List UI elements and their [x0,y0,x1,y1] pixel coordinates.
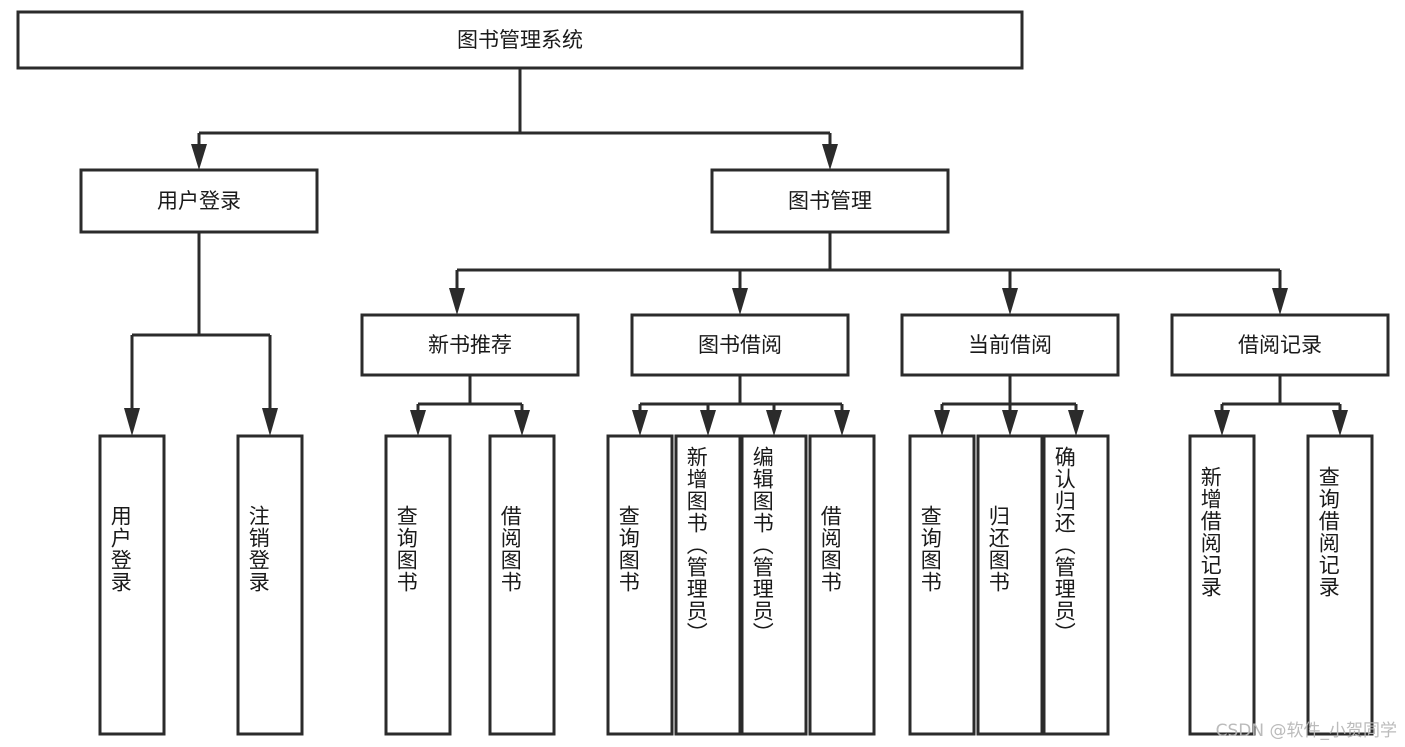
node-borrow-record-box[interactable] [1170,313,1390,377]
leaf-box-query-book-1[interactable] [384,434,452,736]
node-borrow-record[interactable]: 借阅记录 [1170,313,1390,377]
arrow-currentborrow-c3 [1068,410,1084,436]
leaf-box-user-login[interactable] [98,434,166,736]
node-borrow-record-label: 借阅记录 [1238,333,1322,357]
arrow-bookmanage-c1 [449,288,465,315]
arrow-bookmanage-c2 [732,288,748,315]
leaf-box-confirm-return[interactable] [1042,434,1110,736]
leaf-box-query-record[interactable] [1306,434,1374,736]
node-current-borrow-box[interactable] [900,313,1120,377]
node-book-manage-label: 图书管理 [788,189,872,213]
node-user-login-label: 用户登录 [157,189,241,213]
leaf-box-query-book-3[interactable] [908,434,976,736]
arrow-bookborrow-c4 [834,410,850,436]
node-current-borrow[interactable]: 当前借阅 [900,313,1120,377]
leaf-box-return-book[interactable] [976,434,1044,736]
arrow-borrowrecord-c2 [1332,410,1348,436]
arrow-bookborrow-c3 [766,410,782,436]
arrow-newbook-c1 [410,410,426,436]
node-root-box[interactable] [16,10,1024,70]
leaf-box-logout-login[interactable] [236,434,304,736]
connector-group-bookborrow [632,375,850,436]
arrow-root-to-bookmanage [822,144,838,170]
node-book-manage-box[interactable] [710,168,950,234]
node-new-book-rec[interactable]: 新书推荐 [360,313,580,377]
leaf-box-borrow-book-1[interactable] [488,434,556,736]
connector-group-borrowrecord [1214,375,1348,436]
arrow-userlogin-c2 [262,408,278,436]
arrow-bookborrow-c2 [700,410,716,436]
connector-group-currentborrow [934,375,1084,436]
csdn-watermark: CSDN @软件_小贺同学 [1215,721,1397,741]
node-current-borrow-label: 当前借阅 [968,333,1052,357]
node-root-label: 图书管理系统 [457,28,583,52]
node-book-manage[interactable]: 图书管理 [710,168,950,234]
leaf-box-add-book[interactable] [674,434,742,736]
connector-group-bookmanage [449,232,1288,315]
node-new-book-rec-box[interactable] [360,313,580,377]
node-book-borrow-box[interactable] [630,313,850,377]
arrow-bookmanage-c4 [1272,288,1288,315]
leaf-box-borrow-book-2[interactable] [808,434,876,736]
leaf-box-edit-book[interactable] [740,434,808,736]
connector-group-userlogin [124,232,278,436]
node-user-login[interactable]: 用户登录 [79,168,319,234]
leaf-box-add-record[interactable] [1188,434,1256,736]
node-book-borrow-label: 图书借阅 [698,333,782,357]
arrow-bookmanage-c3 [1002,288,1018,315]
arrow-root-to-userlogin [191,144,207,170]
leaf-box-query-book-2[interactable] [606,434,674,736]
arrow-bookborrow-c1 [632,410,648,436]
node-new-book-rec-label: 新书推荐 [428,333,512,357]
arrow-userlogin-c1 [124,408,140,436]
arrow-borrowrecord-c1 [1214,410,1230,436]
arrow-currentborrow-c1 [934,410,950,436]
node-book-borrow[interactable]: 图书借阅 [630,313,850,377]
connector-group-newbookrec [410,375,530,436]
arrow-newbook-c2 [514,410,530,436]
node-user-login-box[interactable] [79,168,319,234]
arrow-currentborrow-c2 [1002,410,1018,436]
connector-group-root [191,68,838,170]
node-root[interactable]: 图书管理系统 [16,10,1024,70]
